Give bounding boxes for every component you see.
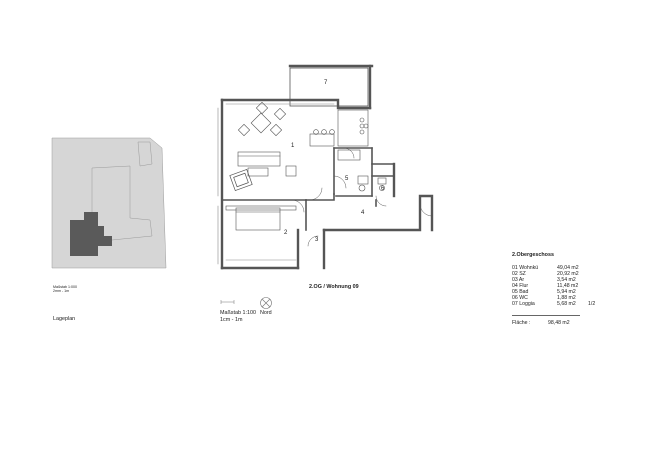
site-plan-scale: Maßstab 1:000 [53,285,77,289]
exterior-walls [220,64,434,270]
site-plan-title: Lageplan [53,316,76,322]
area-room-name: 01 Wohnkü [512,265,539,271]
area-schedule-title: 2.Obergeschoss [512,252,554,258]
room-number-6: 6 [381,186,385,192]
area-room-value: 3,54 m2 [557,277,576,283]
area-room-name: 06 WC [512,295,528,301]
area-total-value: 98,48 m2 [548,320,570,326]
area-row: 05 Bad 5,94 m2 [512,289,602,295]
area-row: 04 Flur 11,48 m2 [512,283,602,289]
area-room-name: 04 Flur [512,283,529,289]
site-building-outline [137,141,153,167]
area-row: 06 WC 1,88 m2 [512,295,602,301]
room-number-2: 2 [284,230,288,236]
interior-walls [221,147,395,231]
site-plan-scale-units: 2mm - 1m [53,289,70,293]
area-room-value: 49,04 m2 [557,265,579,271]
north-label: Nord [260,310,272,316]
bed [225,205,297,231]
room-number-4: 4 [361,210,365,216]
room-number-1: 1 [291,143,295,149]
site-ground [51,137,167,269]
floor-plan-scale-units: 1cm - 1m [220,317,243,323]
area-room-name: 03 Ar [512,277,525,283]
area-room-extra: 1/2 [588,301,596,307]
doors [291,147,433,247]
bar-stools [313,129,335,135]
area-total-label: Fläche : [512,320,531,326]
area-room-name: 02 SZ [512,271,526,277]
area-total-divider [512,315,580,316]
area-row: 02 SZ 20,92 m2 [512,271,602,277]
area-room-value: 5,94 m2 [557,289,576,295]
area-row: 01 Wohnkü 49,04 m2 [512,265,602,271]
area-row: 07 Loggia 5,68 m2 1/2 [512,301,602,307]
highlighted-building [70,212,112,256]
room-number-7: 7 [324,80,328,86]
windows [217,103,335,265]
loggia [289,67,369,107]
area-room-value: 11,48 m2 [557,283,579,289]
armchair [229,168,253,192]
floor-plan-title: 2.OG / Wohnung 09 [309,284,359,290]
floor-plan-scale: Maßstab 1:100 [220,310,256,316]
area-room-name: 07 Loggia [512,301,535,307]
area-room-value: 5,68 m2 [557,301,576,307]
floor-plan [217,64,434,270]
area-row: 03 Ar 3,54 m2 [512,277,602,283]
scale-bar [220,300,235,304]
area-room-value: 1,88 m2 [557,295,576,301]
north-arrow-icon [260,297,272,309]
sofa [237,151,297,177]
area-room-value: 20,92 m2 [557,271,579,277]
room-number-3: 3 [315,237,319,243]
room-number-5: 5 [345,176,349,182]
dining-table [237,101,287,137]
kitchen [309,109,369,147]
site-plan [51,137,167,269]
bathroom-fixtures [337,149,387,192]
area-schedule: 01 Wohnkü 49,04 m2 02 SZ 20,92 m2 03 Ar … [512,265,602,307]
area-room-name: 05 Bad [512,289,529,295]
